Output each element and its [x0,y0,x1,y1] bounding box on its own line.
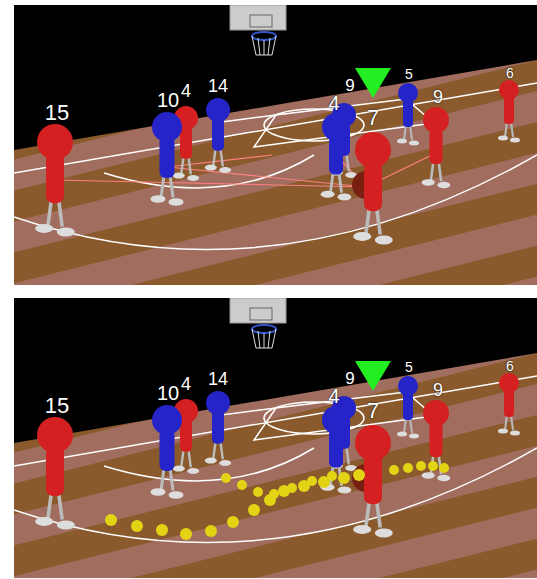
player-number: 4 [181,375,191,393]
player-number: 4 [328,93,339,113]
player-number: 15 [45,102,69,124]
player-number: 14 [208,77,228,95]
player-number: 7 [367,400,379,422]
player-number: 15 [45,395,69,417]
player-number: 4 [181,82,191,100]
player-number: 5 [405,67,413,81]
bottom-panel [14,298,537,578]
top-panel [14,5,537,285]
player-number: 10 [157,383,179,403]
player-number: 4 [328,386,339,406]
player-number: 9 [345,370,354,387]
player-number: 9 [433,381,443,399]
player-number: 5 [405,360,413,374]
player-number: 6 [506,66,514,80]
player-number: 9 [433,88,443,106]
player-number: 10 [157,90,179,110]
player-number: 7 [367,107,379,129]
player-number: 6 [506,359,514,373]
player-number: 14 [208,370,228,388]
player-number: 9 [345,77,354,94]
trajectory-dots [105,461,449,540]
